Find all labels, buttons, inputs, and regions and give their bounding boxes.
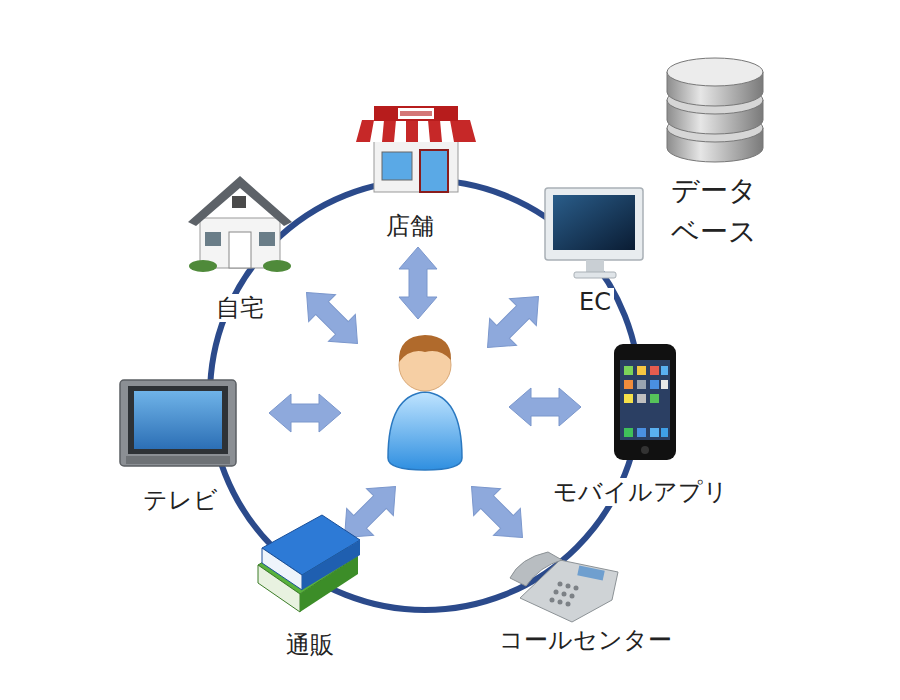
channel-ring [210,180,640,610]
channel-label: EC [576,288,614,317]
smartphone-icon [614,344,676,460]
books-icon [258,515,360,612]
label-text: 通販 [283,631,337,660]
channel-label: 通販 [283,631,337,660]
label-text: テレビ [140,486,221,515]
label-text: モバイルアプリ [550,478,731,507]
database-icon [667,58,763,162]
channel-label: 店舗 [383,212,437,241]
database-label: データ ベース [668,171,764,252]
person-icon [388,335,462,470]
channel-label: 自宅 [213,294,267,323]
label-text: 店舗 [383,212,437,241]
shop-icon [356,106,476,192]
label-text: データ ベース [668,171,764,252]
office-phone-icon [510,552,618,622]
channel-label: コールセンター [496,626,675,655]
label-text: コールセンター [496,626,675,655]
house-icon [188,176,292,272]
label-text: 自宅 [213,294,267,323]
television-icon [120,380,236,466]
monitor-icon [545,188,643,278]
channel-label: モバイルアプリ [550,478,731,507]
double-arrows [269,247,581,551]
label-text: EC [576,288,614,317]
channel-label: テレビ [140,486,221,515]
